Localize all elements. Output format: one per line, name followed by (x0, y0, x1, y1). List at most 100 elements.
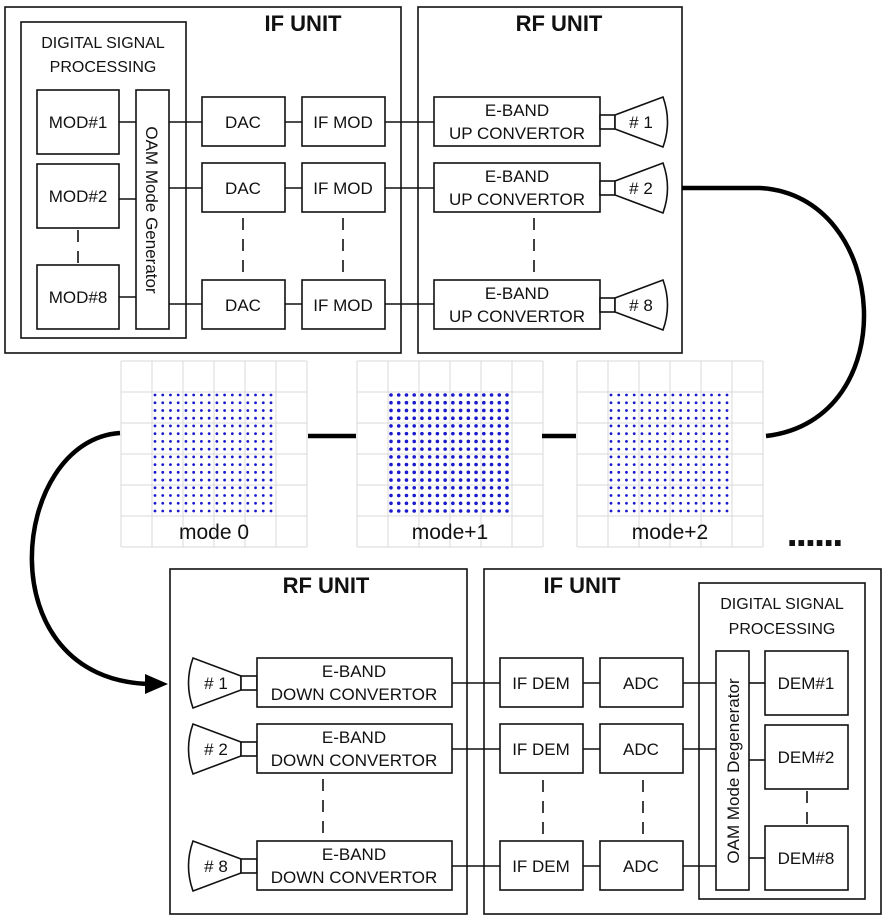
tx-dsp-title-line1: DIGITAL SIGNAL (41, 35, 165, 52)
constellation-point (404, 416, 409, 421)
constellation-point (169, 440, 172, 443)
constellation-point (389, 439, 393, 444)
constellation-point (153, 440, 157, 443)
constellation-point (427, 462, 432, 467)
constellation-point (184, 424, 188, 428)
constellation-point (451, 400, 455, 405)
adc-2-block (599, 723, 684, 774)
constellation-point (184, 494, 188, 497)
constellation-point (261, 432, 265, 436)
constellation-point (427, 431, 432, 436)
constellation-point (207, 401, 211, 405)
constellation-point (223, 463, 227, 466)
constellation-point (223, 455, 227, 459)
constellation-point (489, 509, 494, 513)
constellation-point (717, 455, 721, 459)
constellation-point (396, 431, 401, 436)
constellation-point (648, 455, 652, 459)
constellation-point (412, 439, 417, 444)
constellation-point (694, 409, 698, 412)
constellation-point (671, 424, 675, 428)
constellation-point (412, 416, 417, 421)
antenna-number: # 1 (629, 113, 653, 132)
constellation-point (451, 424, 455, 428)
constellation-point (161, 424, 165, 428)
constellation-point (192, 509, 196, 513)
rx-dsp-title-line1: DIGITAL SIGNAL (720, 596, 844, 613)
constellation-point (609, 416, 613, 420)
constellation-point (451, 447, 455, 451)
constellation-point (184, 455, 188, 459)
constellation-point (458, 486, 463, 490)
constellation-point (632, 440, 636, 443)
constellation-point (230, 501, 234, 505)
constellation-point (192, 393, 196, 397)
constellation-point (625, 447, 628, 451)
constellation-point (609, 470, 613, 474)
constellation-point (489, 393, 494, 397)
constellation-point (694, 455, 698, 459)
constellation-point (505, 424, 509, 428)
constellation-point (200, 494, 203, 497)
constellation-point (420, 400, 424, 405)
constellation-point (505, 447, 509, 451)
constellation-point (648, 470, 652, 474)
constellation-point (161, 463, 165, 466)
constellation-point (648, 463, 652, 466)
constellation-point (505, 408, 509, 413)
constellation-point (389, 493, 393, 498)
constellation-point (215, 509, 219, 513)
constellation-point (725, 440, 729, 443)
constellation-point (412, 478, 417, 482)
constellation-point (702, 463, 706, 466)
constellation-point (269, 494, 273, 497)
dac-8-label: DAC (225, 296, 261, 315)
constellation-point (176, 478, 180, 482)
constellation-point (656, 470, 659, 474)
constellation-point (246, 509, 250, 513)
constellation-point (671, 432, 675, 436)
constellation-point (458, 493, 463, 498)
constellation-point (717, 470, 721, 474)
constellation-point (192, 432, 196, 436)
constellation-point (230, 486, 234, 490)
constellation-point (420, 493, 424, 498)
constellation-point (443, 424, 447, 428)
constellation-point (710, 393, 713, 397)
constellation-point (710, 416, 713, 420)
constellation-point (427, 486, 432, 490)
constellation-point (686, 447, 690, 451)
constellation-point (710, 463, 713, 466)
constellation-point (679, 486, 682, 490)
constellation-point (176, 455, 180, 459)
constellation-point (505, 439, 509, 444)
constellation-point (497, 393, 502, 397)
constellation-point (254, 432, 257, 436)
constellation-point (269, 440, 273, 443)
constellation-point (458, 455, 463, 459)
constellation-point (482, 393, 486, 397)
constellation-point (505, 393, 509, 397)
constellation-point (702, 501, 706, 505)
constellation-point (200, 447, 203, 451)
constellation-point (184, 509, 188, 513)
constellation-point (617, 470, 621, 474)
rx-dsp-title-line2: PROCESSING (729, 621, 836, 638)
constellation-point (663, 401, 667, 405)
constellation-point (482, 408, 486, 413)
constellation-point (725, 494, 729, 497)
constellation-point (443, 447, 447, 451)
constellation-point (176, 424, 180, 428)
constellation-point (609, 455, 613, 459)
constellation-point (269, 470, 273, 474)
constellation-point (230, 463, 234, 466)
constellation-point (261, 486, 265, 490)
constellation-point (694, 424, 698, 428)
constellation-point (451, 501, 455, 506)
constellation-point (404, 431, 409, 436)
oam-mode-generator-block (135, 89, 170, 330)
constellation-point (717, 509, 721, 513)
constellation-point (223, 409, 227, 412)
